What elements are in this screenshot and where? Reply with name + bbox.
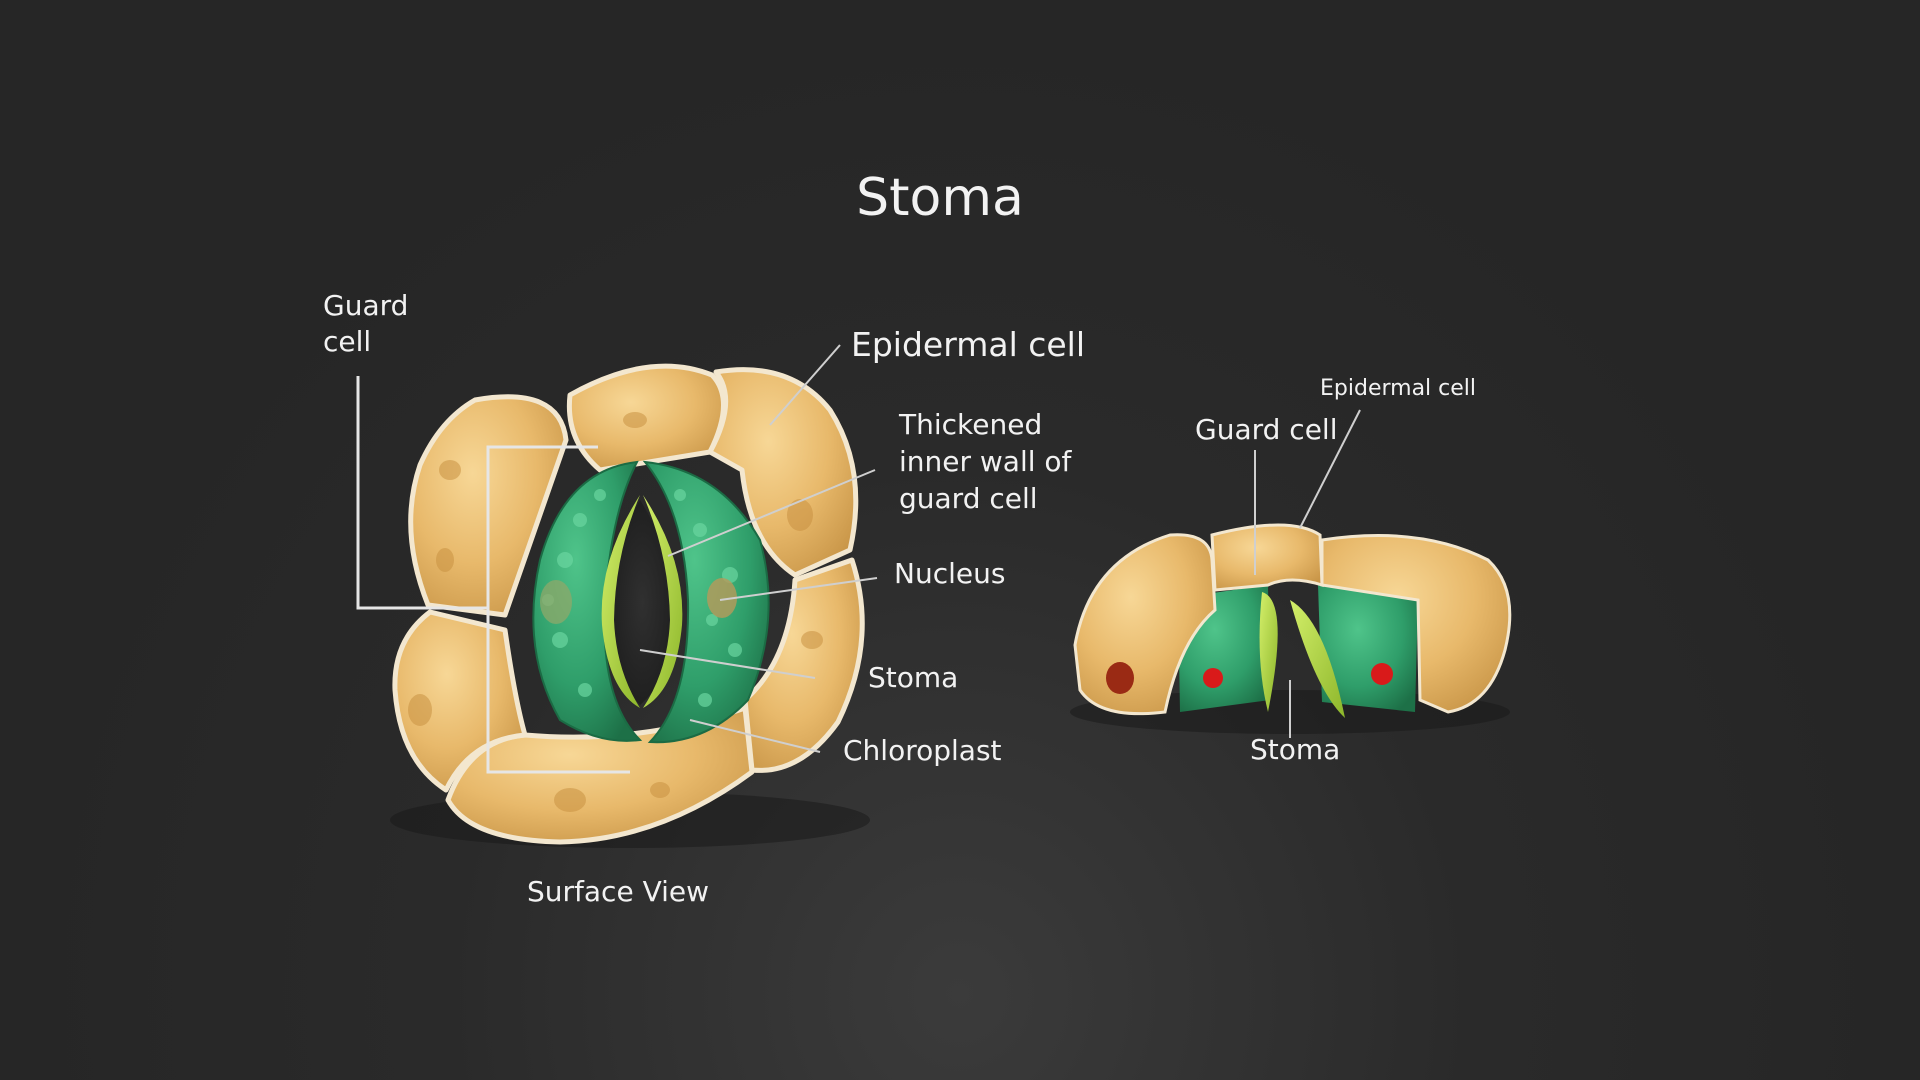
leader-stoma — [639, 649, 816, 679]
cross-label-stoma: Stoma — [1250, 733, 1341, 766]
label-nucleus: Nucleus — [894, 557, 1006, 590]
cross-epidermal-cell-top — [1210, 523, 1324, 592]
label-epidermal-cell: Epidermal cell — [851, 325, 1086, 364]
cross-inner-wall-left — [1259, 592, 1278, 712]
guard-cells — [532, 460, 770, 744]
leader-nucleus — [719, 577, 878, 601]
nucleus-left — [540, 580, 572, 624]
label-stoma: Stoma — [868, 661, 959, 694]
cross-epidermal-pit — [1106, 662, 1134, 694]
caption-surface-view: Surface View — [527, 875, 710, 908]
nucleus-right — [707, 578, 737, 618]
surface-view-illustration — [356, 344, 878, 848]
cross-nucleus-left — [1203, 668, 1223, 688]
leader-chloroplast — [689, 719, 821, 753]
guard-cell-bracket — [486, 445, 630, 774]
cross-label-guard-cell: Guard cell — [1195, 413, 1338, 446]
cross-leader-epidermal-cell — [1299, 409, 1361, 529]
label-guard-cell: Guard cell — [323, 289, 409, 358]
label-chloroplast: Chloroplast — [843, 734, 1002, 767]
epidermal-cell — [392, 609, 528, 793]
leader-epidermal-cell — [769, 344, 841, 426]
epidermal-cell — [742, 557, 865, 773]
cross-inner-wall-right — [1290, 600, 1345, 718]
guard-cell-right — [642, 460, 770, 744]
cross-label-epidermal-cell: Epidermal cell — [1320, 376, 1477, 401]
cross-nucleus-right — [1371, 663, 1393, 685]
epidermal-dimples — [408, 412, 823, 812]
inner-wall-left — [601, 495, 640, 708]
cross-guard-cell-right — [1318, 585, 1418, 712]
leader-thickened-wall — [667, 469, 876, 557]
diagram-title: Stoma — [856, 168, 1024, 228]
cross-section-illustration — [1070, 409, 1512, 738]
guard-cell-bracket-leader — [356, 376, 488, 610]
cross-epidermal-cell-right — [1320, 534, 1512, 714]
label-thickened-inner-wall: Thickened inner wall of guard cell — [899, 408, 1072, 515]
